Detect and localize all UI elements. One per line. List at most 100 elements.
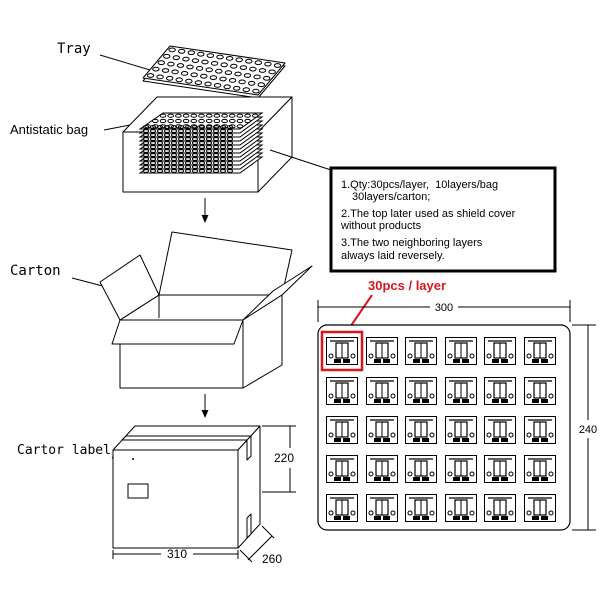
stacked-tray-pocket bbox=[142, 161, 150, 165]
stacked-tray-pocket bbox=[149, 157, 157, 161]
tray-pocket bbox=[366, 455, 398, 483]
tray-pocket bbox=[243, 73, 252, 78]
stacked-tray-pocket bbox=[163, 133, 171, 137]
tray-pocket bbox=[157, 60, 166, 66]
tray-pocket bbox=[405, 337, 437, 365]
tray-pocket bbox=[484, 416, 516, 444]
stacked-tray-pocket bbox=[142, 125, 150, 129]
stacked-tray-pocket bbox=[219, 157, 227, 161]
dimension-extension-line bbox=[239, 549, 253, 563]
stacked-tray-pocket bbox=[252, 113, 259, 118]
tray-pocket bbox=[171, 69, 179, 75]
stacked-tray-pocket bbox=[182, 118, 190, 124]
tray-pocket bbox=[257, 82, 265, 88]
stacked-tray-pocket bbox=[142, 137, 150, 141]
stacked-tray-pocket bbox=[163, 137, 171, 141]
stacked-tray-pocket bbox=[142, 129, 150, 133]
tray-pocket bbox=[242, 87, 251, 93]
tray-pocket bbox=[326, 416, 358, 444]
note-line-5: 3.The two neighboring layers bbox=[341, 237, 483, 249]
stacked-tray-pocket bbox=[229, 124, 236, 129]
tray-pocket bbox=[210, 61, 219, 66]
tray-pocket bbox=[220, 62, 228, 68]
stacked-tray-pocket bbox=[226, 133, 234, 137]
dimension-height-value: 220 bbox=[274, 451, 294, 465]
antistatic-bag-label: Antistatic bag bbox=[10, 122, 88, 137]
tray-pocket bbox=[156, 74, 164, 80]
stacked-tray-pocket bbox=[149, 137, 157, 141]
carton-label-caption: Cartor label bbox=[17, 443, 111, 458]
tray-pocket bbox=[175, 77, 183, 83]
labeled-carton-section: Cartor label 220 260 bbox=[17, 425, 296, 566]
stacked-tray-pocket bbox=[228, 113, 236, 118]
tray-pocket bbox=[484, 494, 516, 522]
carton-section: Carton bbox=[10, 231, 313, 389]
stacked-tray-pocket bbox=[205, 157, 213, 161]
stacked-tray-pocket bbox=[205, 153, 213, 157]
tray-pocket bbox=[253, 74, 261, 80]
stacked-tray-pocket bbox=[212, 157, 220, 161]
tray-pocket bbox=[252, 88, 260, 94]
stacked-tray-pocket bbox=[198, 129, 206, 133]
tray-pocket bbox=[445, 494, 477, 522]
stacked-tray-pocket bbox=[182, 124, 190, 129]
stacked-tray-pocket bbox=[205, 169, 213, 173]
stacked-tray-pocket bbox=[213, 124, 221, 129]
stacked-tray-pocket bbox=[212, 133, 220, 137]
carton-label: Carton bbox=[10, 263, 61, 279]
highlighted-pocket bbox=[320, 330, 364, 372]
stacked-tray-pocket bbox=[177, 161, 185, 165]
stacked-tray-pocket bbox=[149, 161, 157, 165]
tray-pocket bbox=[152, 66, 160, 72]
stacked-tray-pocket bbox=[191, 125, 199, 129]
stacked-tray-pocket bbox=[219, 137, 227, 141]
dimension-extension-line bbox=[261, 525, 275, 539]
stacked-tray-pocket bbox=[156, 161, 164, 165]
stacked-tray-pocket bbox=[156, 149, 164, 153]
tray-pocket bbox=[176, 63, 185, 68]
stacked-tray-pocket bbox=[184, 133, 192, 137]
tray-pocket bbox=[223, 84, 231, 90]
tray-pocket bbox=[258, 68, 267, 73]
stacked-tray-pocket bbox=[163, 149, 171, 153]
stacked-tray-pocket bbox=[191, 137, 199, 141]
dimension-tray-width: 300 bbox=[317, 300, 571, 322]
tray-pocket bbox=[249, 66, 257, 72]
stacked-tray-pocket bbox=[213, 118, 221, 124]
tray-pocket-grid bbox=[146, 47, 282, 94]
tray-pocket bbox=[405, 416, 437, 444]
tray-pocket bbox=[180, 71, 189, 76]
stacked-tray-pocket bbox=[226, 165, 234, 169]
tray-pocket bbox=[224, 70, 233, 75]
tray-pocket bbox=[234, 71, 242, 77]
stacked-tray-pocket bbox=[198, 133, 206, 137]
stacked-tray-pocket bbox=[198, 137, 206, 141]
tray-pocket bbox=[484, 337, 516, 365]
tray-pocket bbox=[213, 83, 222, 88]
carton-front-flap bbox=[111, 319, 244, 345]
tray-pocket bbox=[245, 58, 253, 64]
stacked-tray-pocket bbox=[219, 141, 227, 145]
tray-pocket bbox=[204, 81, 212, 87]
tray-pocket bbox=[168, 47, 176, 53]
stacked-tray-pocket bbox=[190, 113, 198, 118]
note-line-2: 30layers/carton; bbox=[352, 191, 430, 203]
stacked-tray-pocket bbox=[184, 161, 192, 165]
stacked-tray-pocket bbox=[191, 141, 199, 145]
tray-pocket bbox=[228, 78, 237, 83]
stacked-tray-pocket bbox=[212, 141, 220, 145]
tray-section: Tray bbox=[57, 41, 286, 99]
stacked-tray-pocket bbox=[177, 141, 185, 145]
tray-pocket bbox=[366, 416, 398, 444]
tray-pocket bbox=[264, 61, 272, 67]
stacked-tray-pocket bbox=[244, 118, 251, 124]
tray-pocket bbox=[182, 56, 190, 62]
carton-tape-side-bottom bbox=[246, 513, 252, 539]
stacked-tray-pocket bbox=[205, 149, 213, 153]
stacked-tray-pocket bbox=[163, 125, 171, 129]
tray-pocket bbox=[484, 455, 516, 483]
tray-pocket bbox=[219, 76, 227, 82]
stacked-tray-pocket bbox=[219, 169, 227, 173]
stacked-tray-pocket bbox=[219, 125, 227, 129]
stacked-tray-pocket bbox=[175, 113, 182, 118]
